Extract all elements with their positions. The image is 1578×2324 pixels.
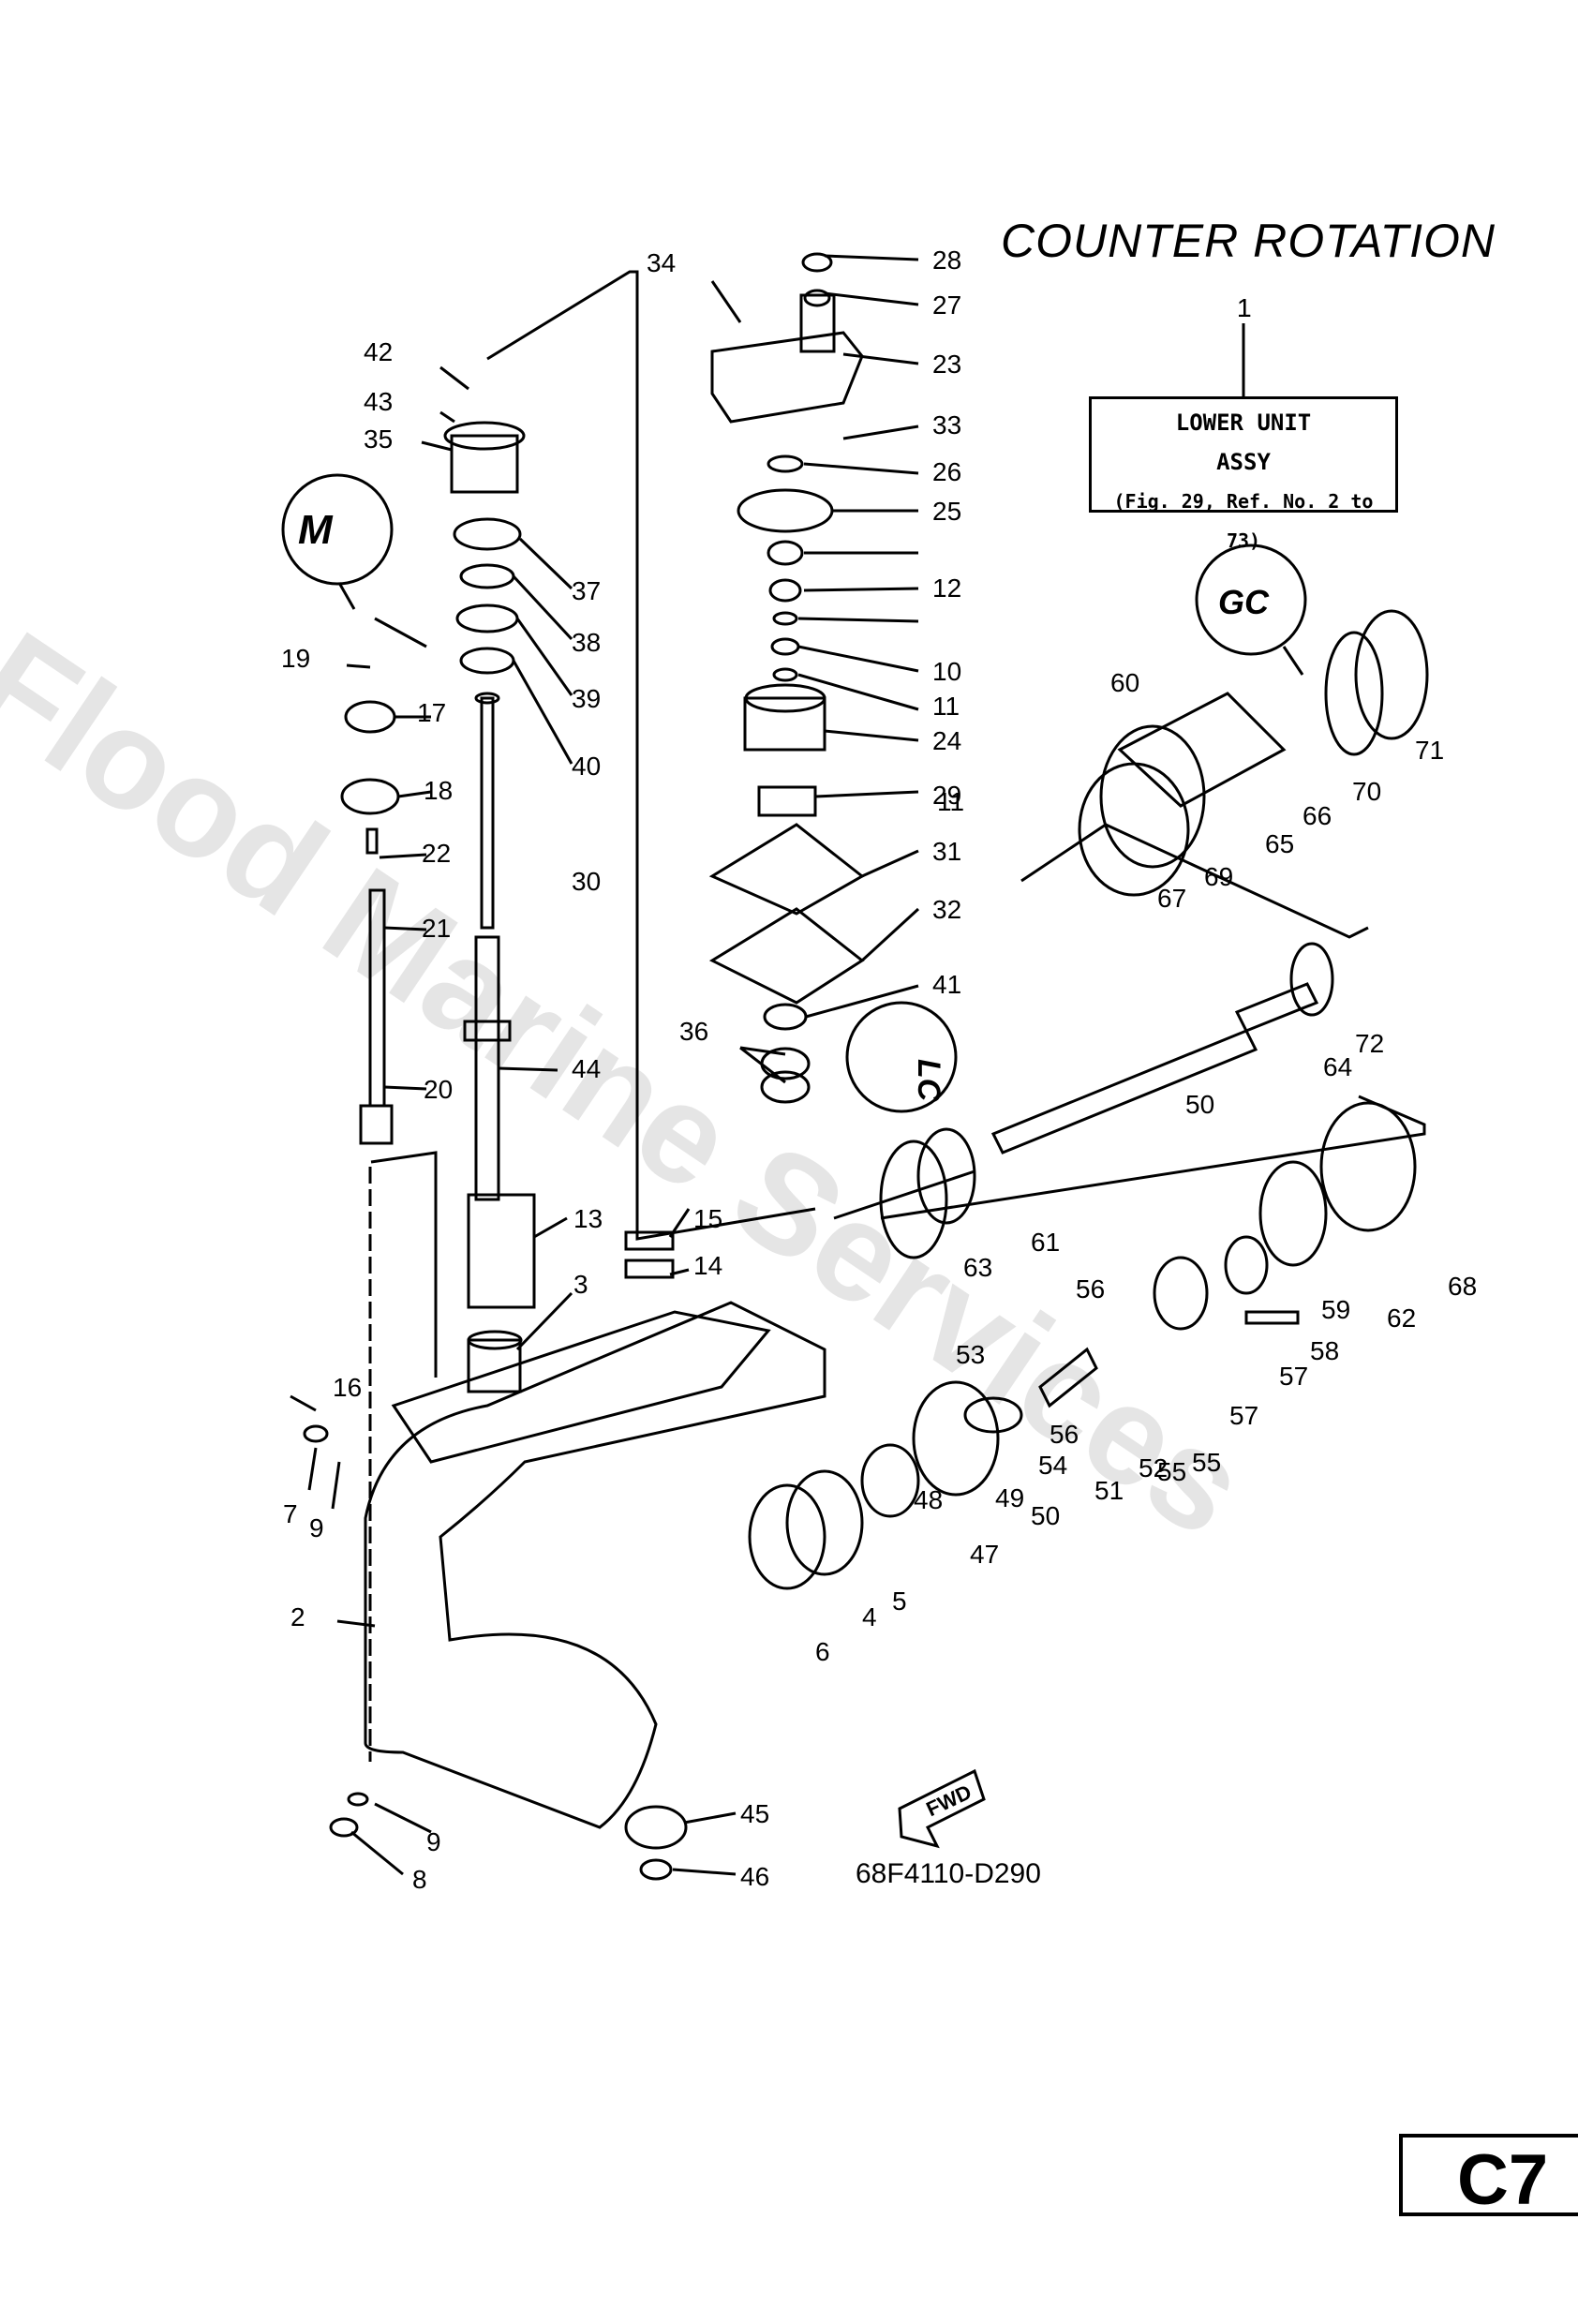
part-label-31: 31 <box>932 837 961 866</box>
part-label-65: 65 <box>1265 829 1294 858</box>
part-label-57: 57 <box>1229 1401 1258 1430</box>
part-label-19: 19 <box>281 644 310 673</box>
inset-symbol-m: M <box>298 507 334 553</box>
part-label-70: 70 <box>1352 777 1381 806</box>
figure-code: 68F4110-D290 <box>856 1858 1041 1889</box>
part-label-46: 46 <box>740 1862 769 1891</box>
part-label-22: 22 <box>422 839 451 868</box>
page-marker: C7 <box>1399 2134 1578 2220</box>
fwd-label: FWD <box>923 1780 975 1821</box>
part-label-68: 68 <box>1448 1272 1477 1301</box>
part-label-63: 63 <box>963 1253 992 1282</box>
part-label-55: 55 <box>1157 1457 1186 1486</box>
part-label-67: 67 <box>1157 884 1186 913</box>
part-label-56: 56 <box>1050 1420 1079 1449</box>
part-label-38: 38 <box>572 628 601 657</box>
part-label-50: 50 <box>1031 1501 1060 1530</box>
part-label-37: 37 <box>572 576 601 605</box>
page-marker-label: C7 <box>1457 2140 1549 2220</box>
part-label-58: 58 <box>1310 1336 1339 1365</box>
part-label-11: 11 <box>932 692 960 721</box>
part-label-32: 32 <box>932 895 961 924</box>
part-label-40: 40 <box>572 752 601 781</box>
part-label-5: 5 <box>892 1587 907 1616</box>
part-label-54: 54 <box>1038 1451 1067 1480</box>
part-label-50: 50 <box>1185 1090 1214 1119</box>
part-label-53: 53 <box>956 1340 985 1369</box>
part-label-12: 12 <box>932 574 961 603</box>
part-label-33: 33 <box>932 410 961 439</box>
callout-line-3: (Fig. 29, Ref. No. 2 to 73) <box>1113 490 1374 552</box>
part-label-15: 15 <box>693 1204 722 1233</box>
part-number-labels: 1234567899101111121314151617181920212223… <box>281 246 1477 1894</box>
part-label-56: 56 <box>1076 1274 1105 1304</box>
part-label-48: 48 <box>914 1485 943 1514</box>
callout-line-2: ASSY <box>1216 449 1271 475</box>
part-label-39: 39 <box>572 684 601 713</box>
part-label-52: 52 <box>1139 1453 1168 1482</box>
part-label-60: 60 <box>1110 668 1139 697</box>
part-label-27: 27 <box>932 290 961 320</box>
part-label-1: 1 <box>1237 293 1252 322</box>
part-label-62: 62 <box>1387 1304 1416 1333</box>
part-label-23: 23 <box>932 350 961 379</box>
part-label-36: 36 <box>679 1017 708 1046</box>
part-label-57: 57 <box>1279 1362 1308 1391</box>
part-label-47: 47 <box>970 1540 999 1569</box>
diagram-title: COUNTER ROTATION <box>1001 215 1496 267</box>
part-label-43: 43 <box>364 387 393 416</box>
part-label-6: 6 <box>815 1637 830 1666</box>
part-label-51: 51 <box>1094 1476 1124 1505</box>
part-label-30: 30 <box>572 867 601 896</box>
part-label-42: 42 <box>364 337 393 366</box>
part-label-71: 71 <box>1415 736 1444 765</box>
part-label-44: 44 <box>572 1054 601 1083</box>
part-label-18: 18 <box>424 776 453 805</box>
part-label-35: 35 <box>364 425 393 454</box>
part-label-29: 29 <box>932 781 961 810</box>
part-label-13: 13 <box>573 1204 603 1233</box>
part-label-10: 10 <box>932 657 961 686</box>
part-label-26: 26 <box>932 457 961 486</box>
part-label-59: 59 <box>1321 1295 1350 1324</box>
part-label-25: 25 <box>932 497 961 526</box>
part-label-24: 24 <box>932 726 961 755</box>
part-label-55: 55 <box>1192 1448 1221 1477</box>
callout-ref-number: 1 <box>1237 293 1252 322</box>
part-label-21: 21 <box>422 914 451 943</box>
lower-unit-callout-box: LOWER UNIT ASSY (Fig. 29, Ref. No. 2 to … <box>1089 396 1398 552</box>
part-label-41: 41 <box>932 970 961 999</box>
part-label-69: 69 <box>1204 862 1233 891</box>
part-label-7: 7 <box>283 1499 298 1528</box>
part-label-14: 14 <box>693 1251 722 1280</box>
part-label-45: 45 <box>740 1799 769 1828</box>
part-label-4: 4 <box>862 1602 877 1631</box>
part-label-49: 49 <box>995 1483 1024 1512</box>
part-label-16: 16 <box>333 1373 362 1402</box>
part-label-34: 34 <box>647 248 676 277</box>
part-label-2: 2 <box>290 1602 305 1631</box>
part-label-9: 9 <box>426 1827 441 1856</box>
callout-line-1: LOWER UNIT <box>1175 410 1312 436</box>
inset-symbol-lc: LC <box>911 1059 946 1102</box>
part-label-64: 64 <box>1323 1052 1352 1081</box>
part-label-66: 66 <box>1303 801 1332 830</box>
part-label-72: 72 <box>1355 1029 1384 1058</box>
part-label-17: 17 <box>417 698 446 727</box>
part-label-3: 3 <box>573 1270 588 1299</box>
part-label-9: 9 <box>309 1513 324 1542</box>
part-label-20: 20 <box>424 1075 453 1104</box>
inset-symbol-gc: GC <box>1218 583 1270 621</box>
part-label-61: 61 <box>1031 1228 1060 1257</box>
part-label-11: 11 <box>937 787 964 816</box>
part-label-28: 28 <box>932 246 961 275</box>
part-label-8: 8 <box>412 1865 427 1894</box>
